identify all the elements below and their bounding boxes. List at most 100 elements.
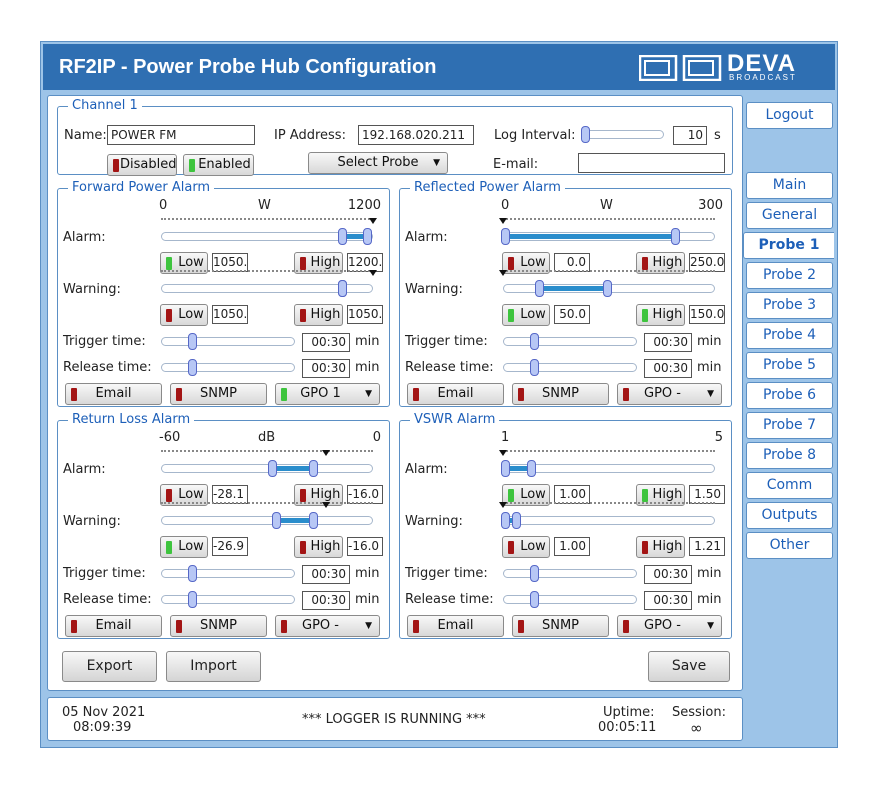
reflected-power-alarm-alarm-high-thumb[interactable]	[670, 228, 680, 245]
disabled-button[interactable]: Disabled	[107, 154, 177, 176]
forward-power-alarm-warning-high-value[interactable]: 1050.	[347, 305, 383, 324]
forward-power-alarm-trigger-slider[interactable]	[161, 333, 295, 350]
forward-power-alarm-alarm-high-value[interactable]: 1200.	[347, 253, 383, 272]
log-interval-thumb[interactable]	[581, 126, 590, 143]
forward-power-alarm-warning-high-thumb[interactable]	[337, 280, 347, 297]
vswr-alarm-warning-high-thumb[interactable]	[511, 512, 521, 529]
vswr-alarm-gpo-dropdown[interactable]: GPO -▼	[617, 615, 722, 637]
return-loss-alarm-release-value[interactable]: 00:30	[302, 591, 350, 610]
nav-item-probe-8[interactable]: Probe 8	[746, 442, 833, 469]
vswr-alarm-alarm-high-button[interactable]: High	[636, 484, 685, 506]
vswr-alarm-trigger-slider[interactable]	[503, 565, 637, 582]
return-loss-alarm-trigger-value[interactable]: 00:30	[302, 565, 350, 584]
vswr-alarm-warning-low-thumb[interactable]	[501, 512, 510, 529]
return-loss-alarm-snmp-button[interactable]: SNMP	[170, 615, 267, 637]
return-loss-alarm-warning-high-thumb[interactable]	[308, 512, 318, 529]
reflected-power-alarm-release-value[interactable]: 00:30	[644, 359, 692, 378]
forward-power-alarm-alarm-high-thumb[interactable]	[363, 228, 372, 245]
vswr-alarm-warning-slider[interactable]	[501, 512, 715, 529]
return-loss-alarm-trigger-slider[interactable]	[161, 565, 295, 582]
vswr-alarm-release-value[interactable]: 00:30	[644, 591, 692, 610]
forward-power-alarm-release-slider[interactable]	[161, 359, 295, 376]
forward-power-alarm-snmp-button[interactable]: SNMP	[170, 383, 267, 405]
nav-item-general[interactable]: General	[746, 202, 833, 229]
reflected-power-alarm-release-thumb[interactable]	[530, 359, 539, 376]
reflected-power-alarm-alarm-slider[interactable]	[501, 228, 715, 245]
reflected-power-alarm-warning-high-value[interactable]: 150.0	[689, 305, 725, 324]
nav-item-probe-2[interactable]: Probe 2	[746, 262, 833, 289]
vswr-alarm-alarm-high-thumb[interactable]	[526, 460, 536, 477]
nav-item-probe-1[interactable]: Probe 1	[743, 232, 834, 259]
forward-power-alarm-warning-slider[interactable]	[161, 280, 373, 297]
return-loss-alarm-release-slider[interactable]	[161, 591, 295, 608]
forward-power-alarm-trigger-thumb[interactable]	[188, 333, 197, 350]
reflected-power-alarm-alarm-high-value[interactable]: 250.0	[689, 253, 725, 272]
vswr-alarm-alarm-low-button[interactable]: Low	[502, 484, 550, 506]
name-input[interactable]: POWER FM	[107, 125, 255, 145]
forward-power-alarm-warning-low-button[interactable]: Low	[160, 304, 208, 326]
vswr-alarm-trigger-value[interactable]: 00:30	[644, 565, 692, 584]
return-loss-alarm-warning-low-value[interactable]: -26.9	[212, 537, 248, 556]
nav-item-probe-4[interactable]: Probe 4	[746, 322, 833, 349]
forward-power-alarm-gpo-dropdown[interactable]: GPO 1▼	[275, 383, 380, 405]
reflected-power-alarm-snmp-button[interactable]: SNMP	[512, 383, 609, 405]
reflected-power-alarm-trigger-slider[interactable]	[503, 333, 637, 350]
reflected-power-alarm-warning-high-button[interactable]: High	[636, 304, 685, 326]
vswr-alarm-warning-low-button[interactable]: Low	[502, 536, 550, 558]
log-interval-input[interactable]: 10	[673, 126, 707, 145]
nav-item-comm[interactable]: Comm	[746, 472, 833, 499]
forward-power-alarm-alarm-low-value[interactable]: 1050.	[212, 253, 248, 272]
forward-power-alarm-email-button[interactable]: Email	[65, 383, 162, 405]
return-loss-alarm-trigger-thumb[interactable]	[188, 565, 197, 582]
return-loss-alarm-alarm-high-thumb[interactable]	[308, 460, 318, 477]
reflected-power-alarm-warning-slider[interactable]	[503, 280, 715, 297]
ip-input[interactable]: 192.168.020.211	[358, 125, 474, 145]
forward-power-alarm-release-thumb[interactable]	[188, 359, 197, 376]
return-loss-alarm-alarm-low-thumb[interactable]	[267, 460, 277, 477]
reflected-power-alarm-warning-low-thumb[interactable]	[535, 280, 545, 297]
reflected-power-alarm-trigger-value[interactable]: 00:30	[644, 333, 692, 352]
vswr-alarm-snmp-button[interactable]: SNMP	[512, 615, 609, 637]
nav-item-other[interactable]: Other	[746, 532, 833, 559]
return-loss-alarm-warning-slider[interactable]	[161, 512, 373, 529]
nav-item-main[interactable]: Main	[746, 172, 833, 199]
reflected-power-alarm-release-slider[interactable]	[503, 359, 637, 376]
import-button[interactable]: Import	[166, 651, 261, 682]
reflected-power-alarm-gpo-dropdown[interactable]: GPO -▼	[617, 383, 722, 405]
reflected-power-alarm-trigger-thumb[interactable]	[530, 333, 539, 350]
vswr-alarm-alarm-low-thumb[interactable]	[501, 460, 510, 477]
nav-item-probe-7[interactable]: Probe 7	[746, 412, 833, 439]
reflected-power-alarm-email-button[interactable]: Email	[407, 383, 504, 405]
vswr-alarm-warning-high-value[interactable]: 1.21	[689, 537, 725, 556]
nav-item-probe-6[interactable]: Probe 6	[746, 382, 833, 409]
forward-power-alarm-release-value[interactable]: 00:30	[302, 359, 350, 378]
nav-item-outputs[interactable]: Outputs	[746, 502, 833, 529]
return-loss-alarm-alarm-slider[interactable]	[161, 460, 373, 477]
reflected-power-alarm-warning-low-value[interactable]: 50.0	[554, 305, 590, 324]
logout-button[interactable]: Logout	[746, 102, 833, 129]
return-loss-alarm-email-button[interactable]: Email	[65, 615, 162, 637]
reflected-power-alarm-alarm-low-thumb[interactable]	[501, 228, 510, 245]
forward-power-alarm-warning-low-value[interactable]: 1050.	[212, 305, 248, 324]
vswr-alarm-release-thumb[interactable]	[530, 591, 539, 608]
email-input[interactable]	[578, 153, 725, 173]
forward-power-alarm-alarm-slider[interactable]	[161, 228, 373, 245]
vswr-alarm-alarm-slider[interactable]	[501, 460, 715, 477]
forward-power-alarm-trigger-value[interactable]: 00:30	[302, 333, 350, 352]
save-button[interactable]: Save	[648, 651, 730, 682]
return-loss-alarm-warning-low-thumb[interactable]	[271, 512, 281, 529]
return-loss-alarm-alarm-high-button[interactable]: High	[294, 484, 343, 506]
vswr-alarm-warning-high-button[interactable]: High	[636, 536, 685, 558]
return-loss-alarm-warning-high-button[interactable]: High	[294, 536, 343, 558]
vswr-alarm-release-slider[interactable]	[503, 591, 637, 608]
log-interval-slider[interactable]	[581, 126, 664, 143]
nav-item-probe-3[interactable]: Probe 3	[746, 292, 833, 319]
reflected-power-alarm-alarm-high-button[interactable]: High	[636, 252, 685, 274]
reflected-power-alarm-warning-high-thumb[interactable]	[603, 280, 612, 297]
reflected-power-alarm-alarm-low-button[interactable]: Low	[502, 252, 550, 274]
nav-item-probe-5[interactable]: Probe 5	[746, 352, 833, 379]
forward-power-alarm-alarm-low-button[interactable]: Low	[160, 252, 208, 274]
vswr-alarm-warning-low-value[interactable]: 1.00	[554, 537, 590, 556]
enabled-button[interactable]: Enabled	[183, 154, 254, 176]
return-loss-alarm-release-thumb[interactable]	[188, 591, 197, 608]
